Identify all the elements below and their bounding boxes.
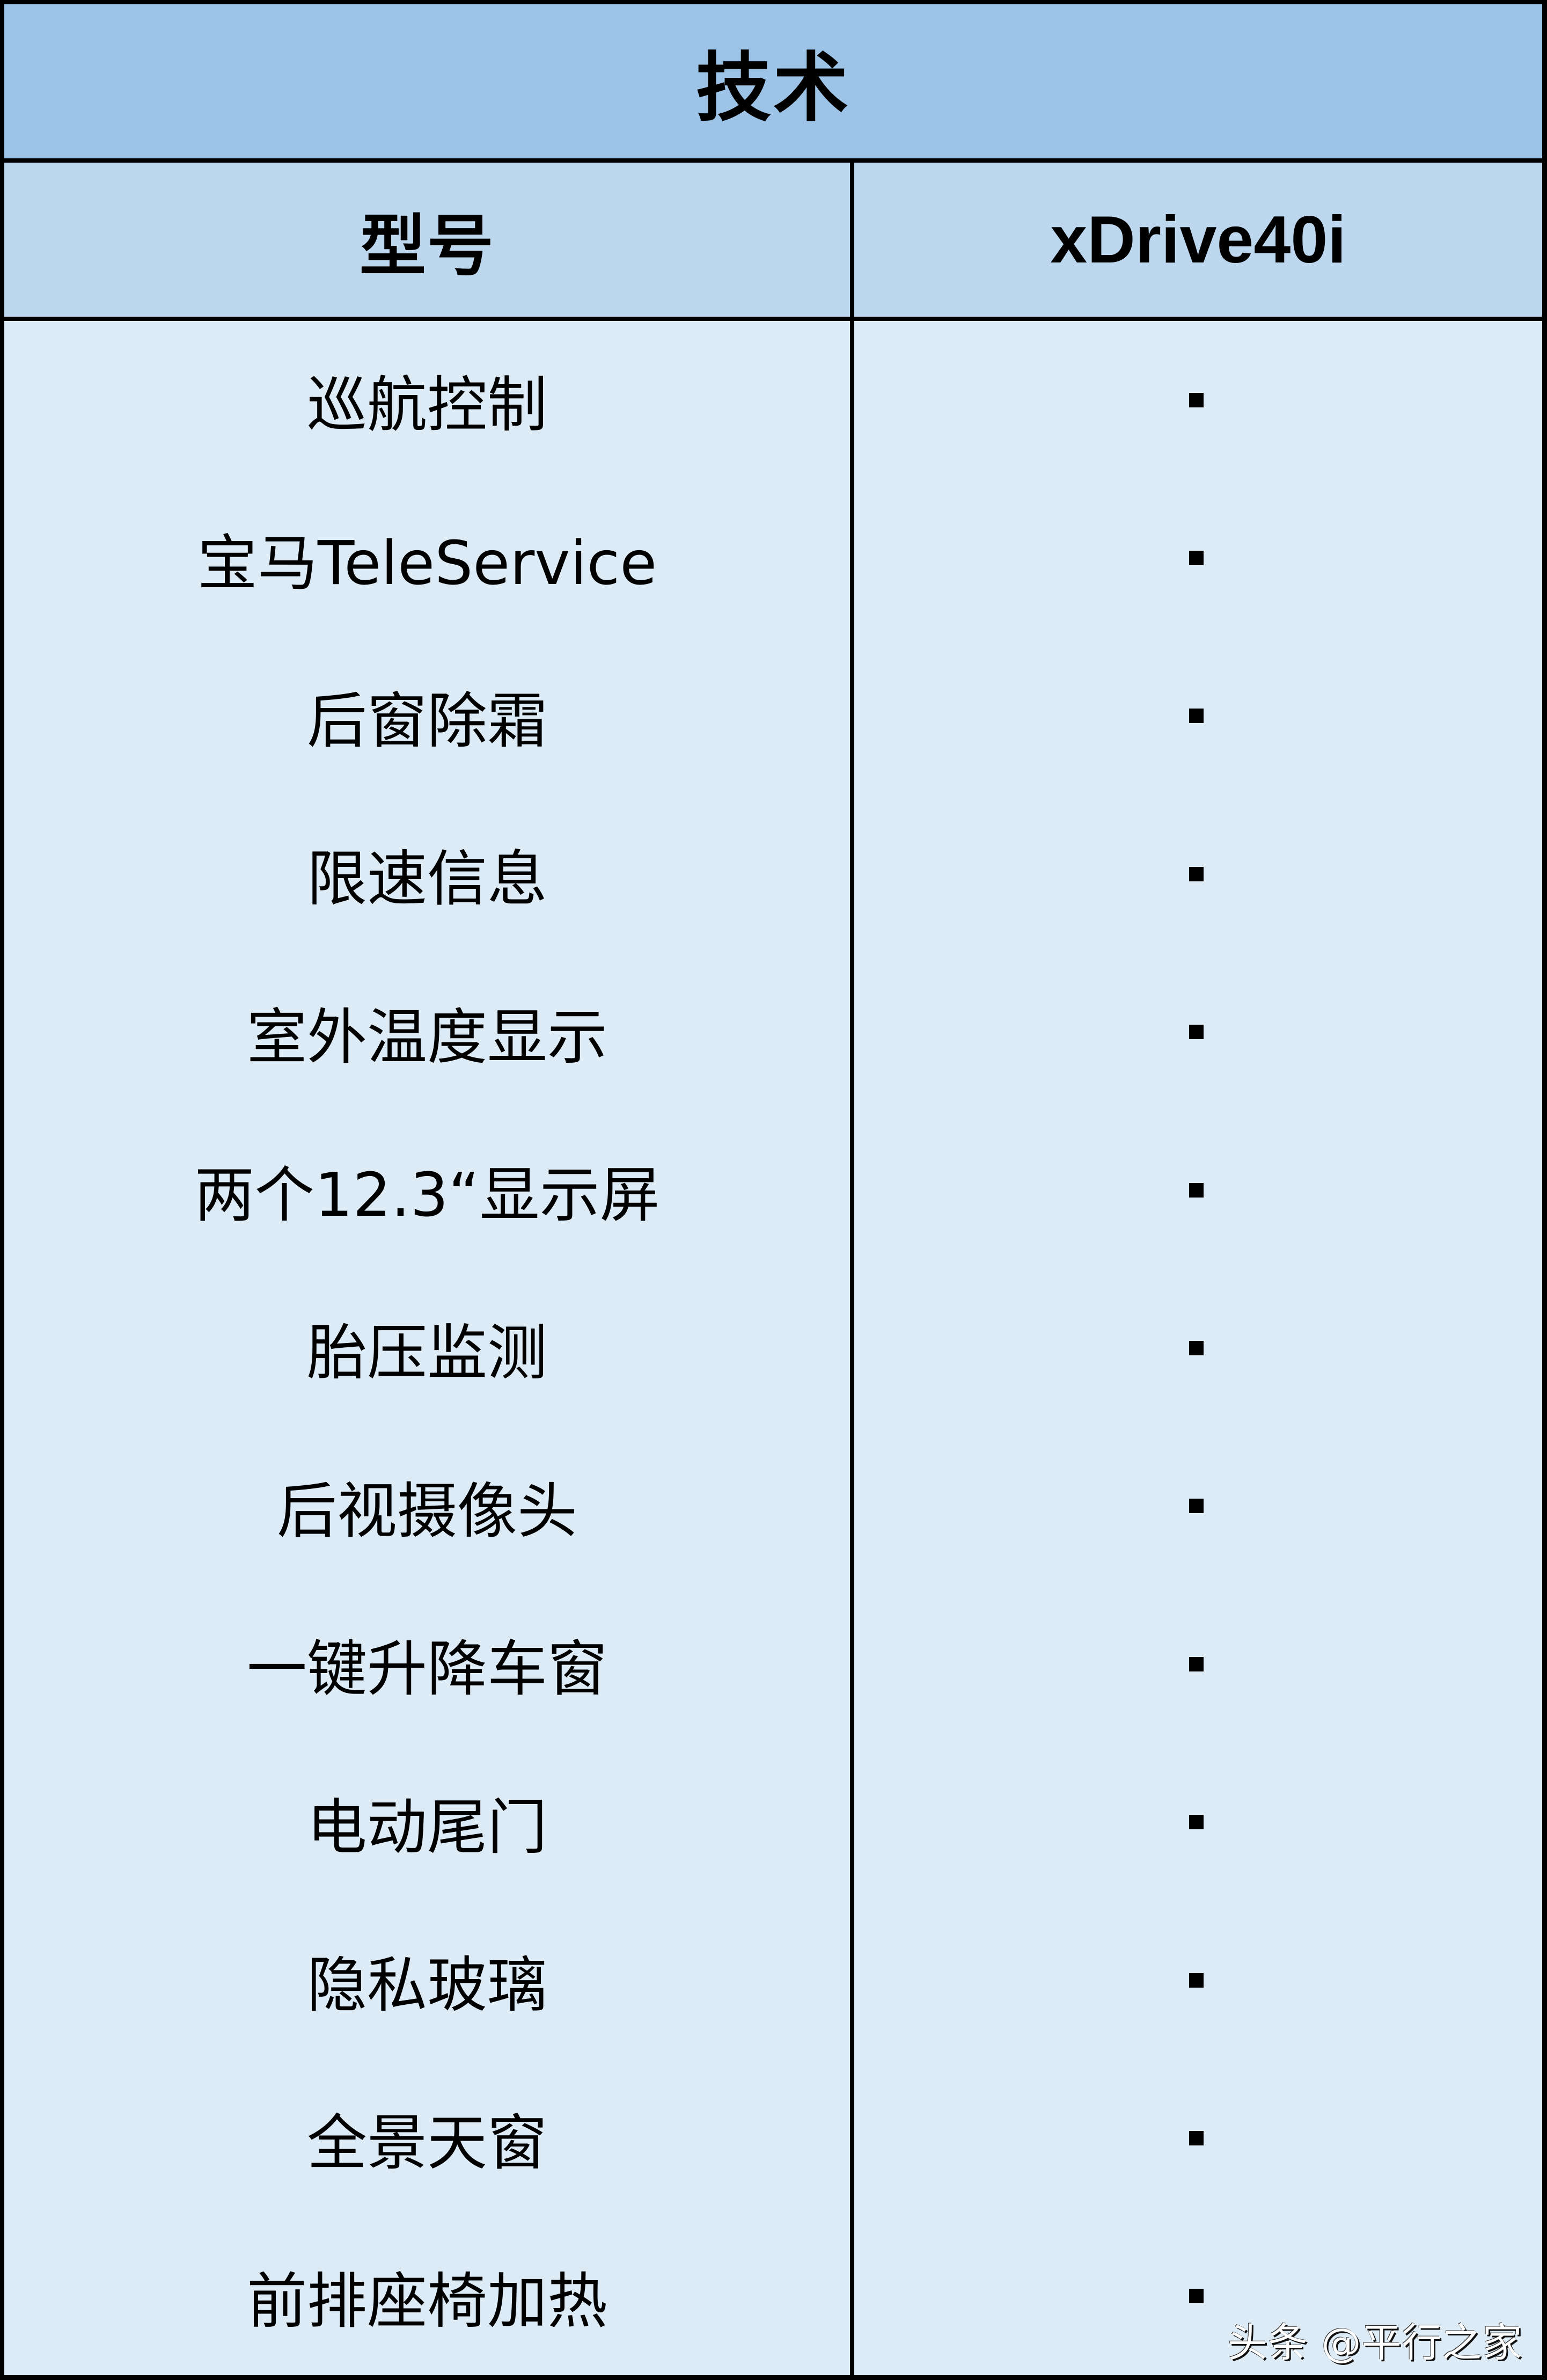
table-row: 室外温度显示: [4, 953, 1542, 1111]
table-title: 技术: [4, 4, 1542, 158]
feature-value-cell: [854, 953, 1542, 1111]
standard-equipment-square-icon: [1189, 392, 1204, 407]
standard-equipment-square-icon: [1189, 1499, 1204, 1514]
table-body: 巡航控制宝马TeleService 后窗除霜限速信息室外温度显示两个12.3“显示…: [4, 321, 1542, 2375]
feature-label: 一键升降车窗: [247, 1634, 607, 1705]
feature-value-cell: [854, 321, 1542, 479]
feature-value-cell: [854, 1585, 1542, 1743]
feature-value-cell: [854, 1427, 1542, 1585]
table-header-row: 型号 xDrive40i: [4, 163, 1542, 317]
feature-label: 室外温度显示: [247, 1002, 607, 1072]
feature-value-cell: [854, 2217, 1542, 2375]
feature-label: 巡航控制: [307, 370, 547, 441]
feature-label: 后窗除霜: [307, 686, 547, 756]
feature-value-cell: [854, 637, 1542, 795]
feature-label: 前排座椅加热: [247, 2266, 607, 2337]
standard-equipment-square-icon: [1189, 866, 1204, 881]
feature-value-cell: [854, 795, 1542, 953]
feature-column: [4, 321, 850, 2375]
table-row: 一键升降车窗: [4, 1585, 1542, 1743]
standard-equipment-square-icon: [1189, 1340, 1204, 1355]
feature-value-cell: [854, 479, 1542, 637]
feature-value-cell: [854, 1111, 1542, 1269]
standard-equipment-square-icon: [1189, 1815, 1204, 1830]
header-model-label: 型号: [4, 163, 850, 317]
standard-equipment-square-icon: [1189, 551, 1204, 566]
table-row: 巡航控制: [4, 321, 1542, 479]
feature-label: 胎压监测: [307, 1318, 547, 1389]
feature-label: 宝马TeleService: [197, 528, 657, 598]
table-row: 后窗除霜: [4, 637, 1542, 795]
feature-label: 两个12.3“显示屏: [194, 1160, 660, 1231]
feature-label: 电动尾门: [307, 1792, 547, 1863]
watermark: 头条 @平行之家: [1228, 2320, 1523, 2366]
feature-value-cell: [854, 1269, 1542, 1427]
feature-label: 隐私玻璃: [307, 1951, 547, 2021]
feature-label: 后视摄像头: [277, 1476, 577, 1546]
standard-equipment-square-icon: [1189, 2289, 1204, 2304]
standard-equipment-square-icon: [1189, 2130, 1204, 2145]
table-row: 隐私玻璃: [4, 1901, 1542, 2059]
feature-label: 限速信息: [307, 844, 547, 915]
table-row: 两个12.3“显示屏: [4, 1111, 1542, 1269]
table-row: 限速信息: [4, 795, 1542, 953]
feature-value-cell: [854, 2059, 1542, 2217]
standard-equipment-square-icon: [1189, 1973, 1204, 1988]
table-row: 宝马TeleService: [4, 479, 1542, 637]
table-row: 前排座椅加热: [4, 2217, 1542, 2375]
feature-value-cell: [854, 1901, 1542, 2059]
table-row: 胎压监测: [4, 1269, 1542, 1427]
table-row: 电动尾门: [4, 1743, 1542, 1901]
standard-equipment-square-icon: [1189, 1656, 1204, 1671]
standard-equipment-square-icon: [1189, 1182, 1204, 1198]
feature-value-cell: [854, 1743, 1542, 1901]
standard-equipment-square-icon: [1189, 709, 1204, 724]
feature-label: 全景天窗: [307, 2108, 547, 2179]
header-trim-xdrive40i: xDrive40i: [854, 163, 1542, 317]
table-row: 全景天窗: [4, 2059, 1542, 2217]
table-row: 后视摄像头: [4, 1427, 1542, 1585]
standard-equipment-square-icon: [1189, 1025, 1204, 1040]
